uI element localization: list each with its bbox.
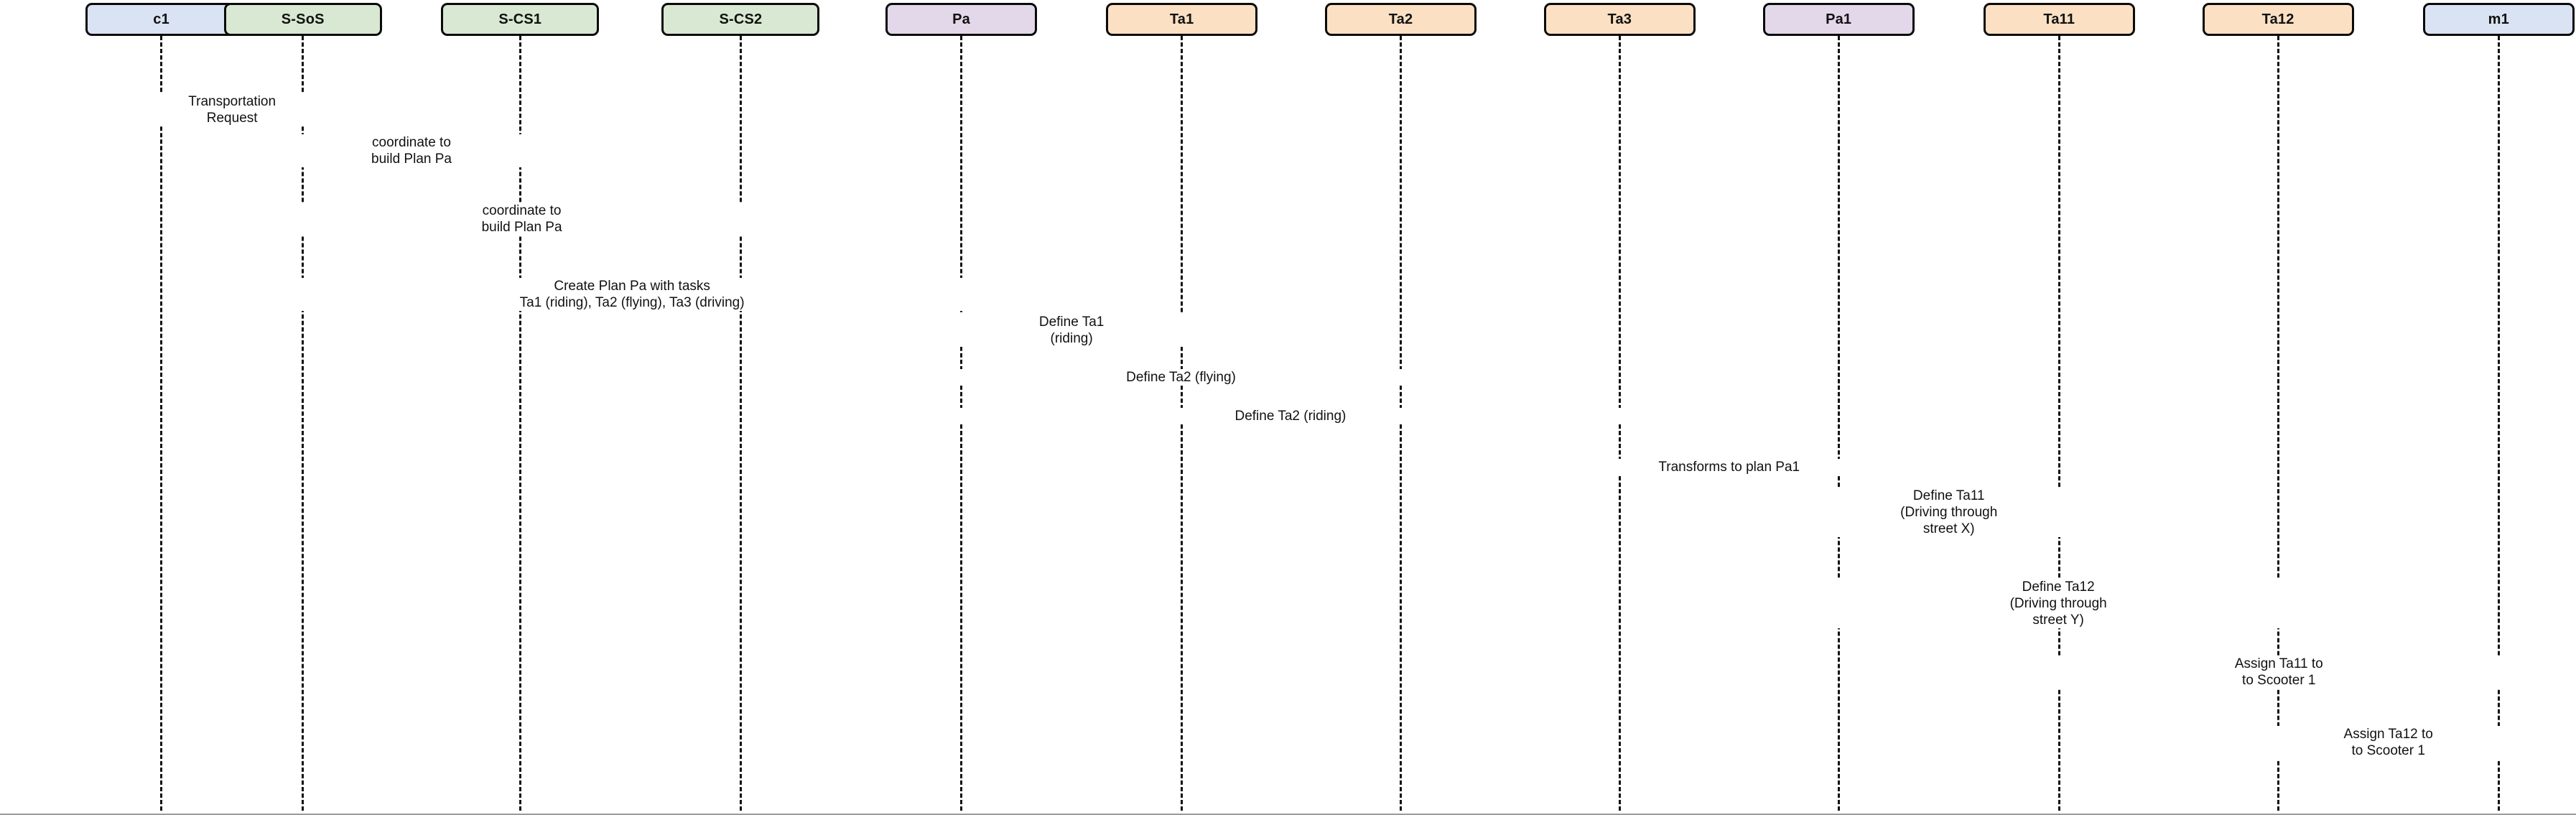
lifeline-label: Pa	[952, 11, 970, 27]
message-label-m-assign-ta11: Assign Ta11 to to Scooter 1	[2016, 656, 2542, 689]
message-label-m-transportation-request: Transportation Request	[118, 93, 346, 127]
lifeline-line-ssos	[302, 36, 304, 811]
lifeline-label: m1	[2488, 11, 2509, 27]
lifeline-label: Ta11	[2043, 11, 2075, 27]
lifeline-header-ta3[interactable]: Ta3	[1543, 3, 1696, 36]
lifeline-line-ta11	[2057, 36, 2060, 811]
lifeline-header-ta11[interactable]: Ta11	[1983, 3, 2135, 36]
lifeline-label: Ta12	[2261, 11, 2294, 27]
lifeline-header-ta12[interactable]: Ta12	[2202, 3, 2354, 36]
message-label-m-define-ta12: Define Ta12 (Driving through street Y)	[1795, 579, 2322, 629]
lifeline-line-c1	[160, 36, 163, 811]
message-label-m-define-ta2-riding: Define Ta2 (riding)	[918, 408, 1663, 425]
lifeline-label: Ta1	[1169, 11, 1194, 27]
message-label-m-create-plan-pa: Create Plan Pa with tasks Ta1 (riding), …	[259, 277, 1005, 311]
lifeline-header-pa[interactable]: Pa	[885, 3, 1037, 36]
message-label-m-assign-ta12: Assign Ta12 to to Scooter 1	[2235, 725, 2542, 759]
message-label-m-define-ta11: Define Ta11 (Driving through street X)	[1795, 488, 2103, 538]
lifeline-header-ta1[interactable]: Ta1	[1106, 3, 1258, 36]
lifeline-label: Pa1	[1826, 11, 1852, 27]
lifeline-header-m1[interactable]: m1	[2422, 3, 2575, 36]
lifeline-label: S-SoS	[281, 11, 325, 27]
lifeline-label: S-CS1	[498, 11, 542, 27]
lifeline-line-pa1	[1837, 36, 1840, 811]
lifeline-line-scs2	[739, 36, 742, 811]
lifeline-line-ta12	[2277, 36, 2279, 811]
lifeline-line-scs1	[519, 36, 521, 811]
message-label-m-transforms-to-plan-pa1: Transforms to plan Pa1	[1576, 458, 1882, 475]
lifeline-line-m1	[2497, 36, 2500, 811]
lifeline-label: S-CS2	[719, 11, 763, 27]
lifeline-header-pa1[interactable]: Pa1	[1762, 3, 1915, 36]
message-label-m-coordinate-build-plan-pa-cs1: coordinate to build Plan Pa	[259, 134, 564, 167]
message-label-m-define-ta2-flying: Define Ta2 (flying)	[918, 368, 1444, 386]
lifeline-header-scs1[interactable]: S-CS1	[441, 3, 600, 36]
lifeline-label: Ta2	[1388, 11, 1413, 27]
lifeline-header-scs2[interactable]: S-CS2	[661, 3, 820, 36]
lifeline-label: c1	[153, 11, 169, 27]
message-label-m-coordinate-build-plan-pa-cs2: coordinate to build Plan Pa	[259, 202, 784, 236]
lifeline-header-ta2[interactable]: Ta2	[1325, 3, 1477, 36]
message-label-m-define-ta1: Define Ta1 (riding)	[918, 313, 1225, 347]
lifeline-label: Ta3	[1607, 11, 1632, 27]
lifeline-header-ssos[interactable]: S-SoS	[223, 3, 382, 36]
lifeline-header-c1[interactable]: c1	[85, 3, 238, 36]
